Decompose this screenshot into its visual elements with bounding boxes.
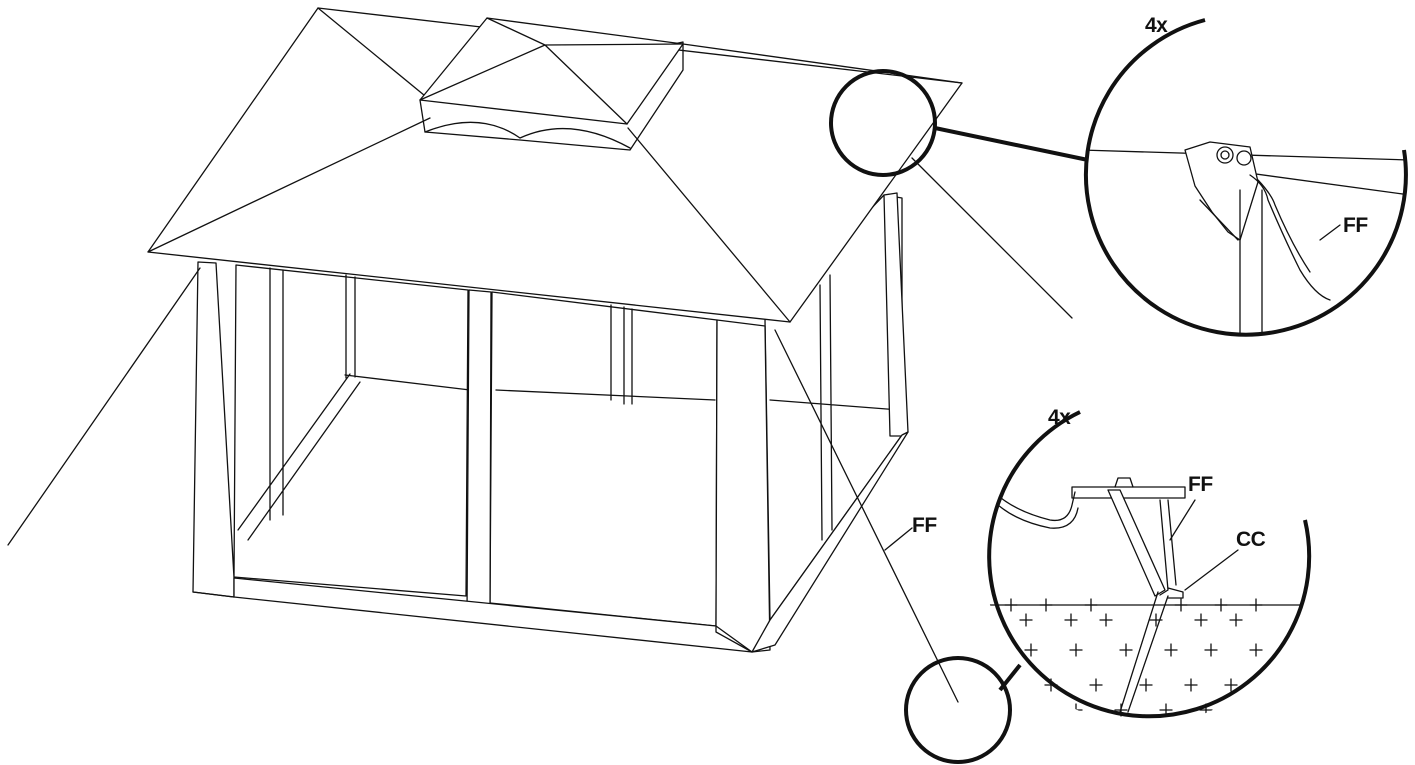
- guy-rope-right: [774, 329, 959, 703]
- detail-bottom-part-ff: FF: [1188, 473, 1213, 496]
- front-left-mesh-panel: [233, 264, 469, 597]
- detail-top-callout: 4x FF: [1083, 14, 1408, 337]
- ground-soil-icon: [985, 598, 1305, 717]
- detail-top-part-label: FF: [1343, 214, 1368, 237]
- front-right-post: [715, 319, 771, 653]
- detail-top-multiplier: 4x: [1145, 14, 1168, 37]
- tent-stake-icon: [1107, 489, 1166, 597]
- guy-rope-left: [7, 267, 201, 546]
- guy-rope-back: [911, 157, 1073, 319]
- front-center-post: [466, 289, 492, 618]
- main-part-label: FF: [912, 514, 937, 537]
- rope-icon: [1249, 174, 1331, 301]
- rope-icon: [989, 487, 1076, 522]
- side-right-post: [883, 192, 909, 437]
- detail-top-ring: [1083, 18, 1408, 337]
- detail-bottom-callout: 4x FF CC: [985, 406, 1312, 719]
- front-right-mesh-panel: [489, 291, 718, 627]
- detail-bottom-part-cc: CC: [1236, 528, 1266, 551]
- detail-bottom-ring: [987, 410, 1312, 719]
- side-base-rail: [751, 431, 909, 653]
- gazebo-illustration: [7, 7, 1073, 703]
- magnifier-circle-icon: [904, 656, 1012, 764]
- front-left-post: [192, 261, 235, 598]
- base-rail: [233, 577, 753, 653]
- detail-bottom-multiplier: 4x: [1048, 406, 1071, 429]
- front-left-post-base: [192, 591, 235, 598]
- magnifier-circle-icon: [829, 69, 937, 177]
